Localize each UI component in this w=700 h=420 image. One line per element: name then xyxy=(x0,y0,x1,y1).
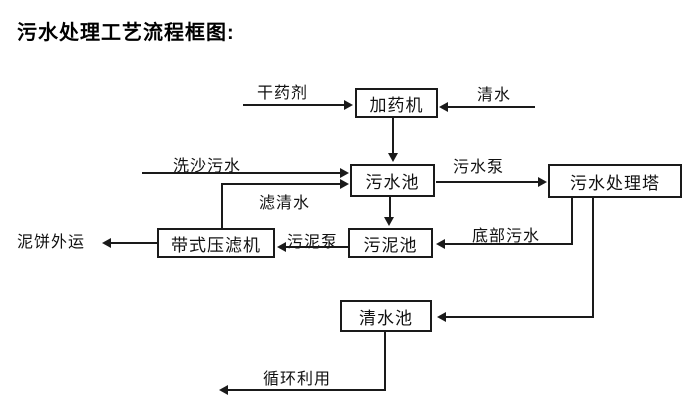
edge-sewage-to-sludge-line xyxy=(389,197,391,219)
edge-recycle-vline xyxy=(384,332,386,390)
edge-tower-to-clean-vline xyxy=(592,198,594,318)
label-dry-agent: 干药剂 xyxy=(257,85,309,102)
edge-filtered-water-hline xyxy=(221,183,340,185)
label-sewage-pump: 污水泵 xyxy=(453,159,505,176)
label-recycle: 循环利用 xyxy=(263,371,332,388)
label-sand-washing-sewage: 洗沙污水 xyxy=(173,158,242,175)
edge-tower-to-clean-hline xyxy=(446,316,594,318)
arrowhead-dry-agent-icon xyxy=(344,100,353,110)
node-belt-filter-press: 带式压滤机 xyxy=(157,228,275,258)
edge-sand-washing-line xyxy=(142,172,340,174)
node-dosing-machine: 加药机 xyxy=(355,88,438,118)
edge-dosing-to-sewage-line xyxy=(392,118,394,156)
diagram-title: 污水处理工艺流程框图: xyxy=(17,22,235,44)
node-treatment-tower: 污水处理塔 xyxy=(548,164,682,198)
arrowhead-sand-washing-icon xyxy=(340,168,349,178)
arrowhead-recycle-icon xyxy=(219,385,228,395)
edge-bottom-sewage-hline xyxy=(445,243,573,245)
arrowhead-dosing-to-sewage-icon xyxy=(388,153,398,162)
arrowhead-sewage-pump-icon xyxy=(538,177,547,187)
label-mud-cake-out: 泥饼外运 xyxy=(17,234,86,251)
edge-clean-water-line xyxy=(448,106,535,108)
arrowhead-bottom-sewage-icon xyxy=(436,239,445,249)
edge-recycle-hline xyxy=(228,389,386,391)
edge-mud-cake-line xyxy=(111,242,157,244)
arrowhead-tower-to-clean-icon xyxy=(437,312,446,322)
label-sludge-pump: 污泥泵 xyxy=(287,234,339,251)
edge-filtered-water-vline xyxy=(221,184,223,228)
edge-sludge-pump-line xyxy=(285,246,348,248)
label-filtered-water: 滤清水 xyxy=(259,195,311,212)
edge-bottom-sewage-vline xyxy=(571,198,573,245)
arrowhead-sewage-to-sludge-icon xyxy=(384,217,394,226)
arrowhead-filtered-water-icon xyxy=(340,179,349,189)
arrowhead-sludge-pump-icon xyxy=(277,242,286,252)
label-bottom-sewage: 底部污水 xyxy=(472,228,541,245)
label-clean-water: 清水 xyxy=(477,87,512,104)
edge-sewage-pump-line xyxy=(436,181,538,183)
node-sewage-pool: 污水池 xyxy=(350,164,435,197)
edge-dry-agent-line xyxy=(243,104,344,106)
node-clean-water-pool: 清水池 xyxy=(340,300,432,332)
node-sludge-pool: 污泥池 xyxy=(348,228,433,258)
arrowhead-clean-water-icon xyxy=(439,102,448,112)
arrowhead-mud-cake-icon xyxy=(102,238,111,248)
